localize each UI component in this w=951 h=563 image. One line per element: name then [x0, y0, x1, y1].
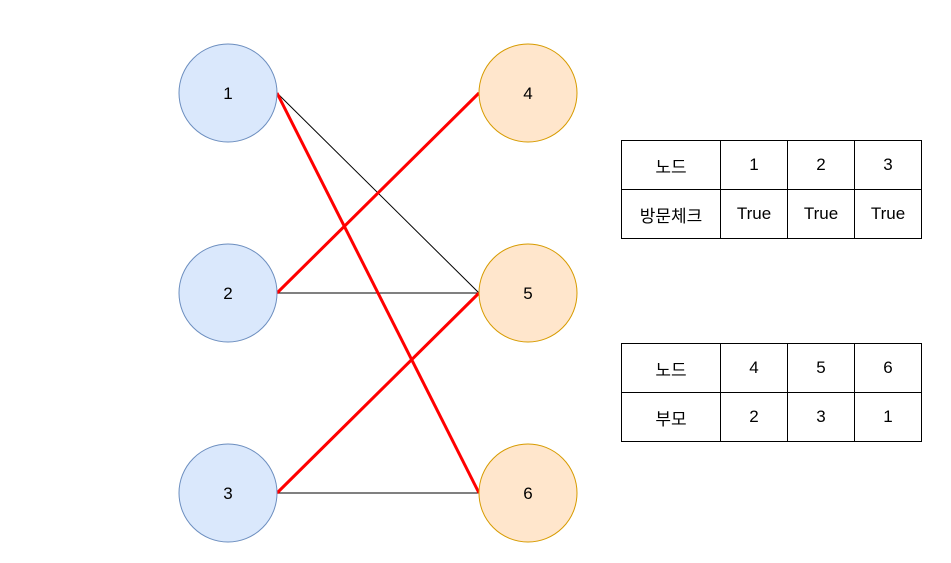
parent-table-parent-cell: 1 — [854, 392, 922, 442]
node-circle-2 — [178, 243, 278, 343]
visit-table-node-row: 노드 1 2 3 — [621, 140, 922, 190]
node-6: 6 — [478, 443, 578, 543]
parent-table: 노드 4 5 6 부모 2 3 1 — [621, 343, 922, 442]
visit-table-check-header: 방문체크 — [621, 189, 721, 239]
node-1: 1 — [178, 43, 278, 143]
node-circle-5 — [478, 243, 578, 343]
parent-table-node-cell: 6 — [854, 343, 922, 393]
visit-table-node-cell: 1 — [720, 140, 788, 190]
visit-table-check-cell: True — [854, 189, 922, 239]
parent-table-node-row: 노드 4 5 6 — [621, 343, 922, 393]
visit-table-check-cell: True — [787, 189, 855, 239]
node-label-1: 1 — [223, 84, 232, 103]
node-label-4: 4 — [523, 84, 532, 103]
node-circle-1 — [178, 43, 278, 143]
visit-table-check-row: 방문체크 True True True — [621, 189, 922, 239]
node-circle-4 — [478, 43, 578, 143]
node-label-6: 6 — [523, 484, 532, 503]
node-label-3: 3 — [223, 484, 232, 503]
parent-table-parent-row: 부모 2 3 1 — [621, 392, 922, 442]
matched-edge-3-5 — [275, 291, 481, 495]
node-circle-3 — [178, 443, 278, 543]
visit-table-node-cell: 2 — [787, 140, 855, 190]
nodes-layer: 1 2 3 4 5 6 — [178, 43, 578, 543]
edges-layer — [275, 91, 481, 495]
node-4: 4 — [478, 43, 578, 143]
parent-table-node-cell: 4 — [720, 343, 788, 393]
parent-table-parent-cell: 3 — [787, 392, 855, 442]
visit-table-node-header: 노드 — [621, 140, 721, 190]
parent-table-node-header: 노드 — [621, 343, 721, 393]
matched-edge-1-6 — [275, 92, 481, 494]
visit-table-node-cell: 3 — [854, 140, 922, 190]
node-label-5: 5 — [523, 284, 532, 303]
node-3: 3 — [178, 443, 278, 543]
node-2: 2 — [178, 243, 278, 343]
parent-table-node-cell: 5 — [787, 343, 855, 393]
parent-table-parent-header: 부모 — [621, 392, 721, 442]
parent-table-parent-cell: 2 — [720, 392, 788, 442]
node-5: 5 — [478, 243, 578, 343]
visit-check-table: 노드 1 2 3 방문체크 True True True — [621, 140, 922, 239]
node-circle-6 — [478, 443, 578, 543]
matched-edge-2-4 — [275, 91, 481, 295]
node-label-2: 2 — [223, 284, 232, 303]
visit-table-check-cell: True — [720, 189, 788, 239]
